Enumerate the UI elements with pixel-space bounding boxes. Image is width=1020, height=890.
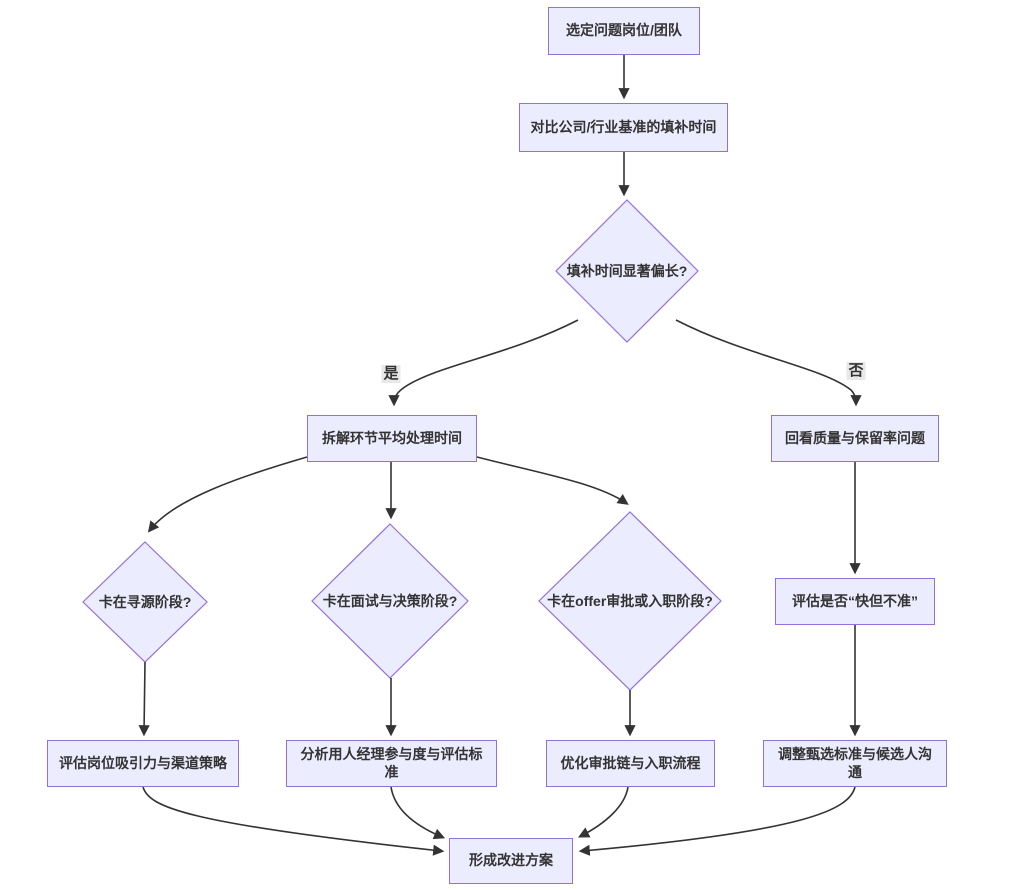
node-stage-breakdown: 拆解环节平均处理时间	[307, 415, 477, 462]
node-selection-adjustment: 调整甄选标准与候选人沟通	[763, 740, 947, 787]
edge-ttf-yes-to-breakdown	[388, 319, 579, 407]
edge-sourcing-to-attract	[138, 661, 150, 737]
node-hiring-manager-analysis: 分析用人经理参与度与评估标准	[286, 740, 497, 787]
decision-ttf-long-label: 填补时间显著偏长?	[566, 263, 688, 279]
node-benchmark-compare: 对比公司/行业基准的填补时间	[519, 103, 728, 152]
edge-label-no: 否	[846, 362, 866, 380]
node-approval-optimization: 优化审批链与入职流程	[546, 740, 715, 787]
decision-sourcing-label: 卡在寻源阶段?	[98, 594, 192, 610]
edge-breakdown-to-sourcing	[147, 456, 308, 533]
decision-offer-label: 卡在offer审批或入职阶段?	[547, 593, 713, 609]
edge-approval-to-plan	[578, 786, 629, 838]
node-improvement-plan: 形成改进方案	[449, 838, 573, 884]
edge-breakdown-to-offer	[476, 456, 629, 505]
node-quality-retention: 回看质量与保留率问题	[771, 415, 939, 462]
decision-interview-shape	[311, 523, 469, 679]
edge-selection-to-plan	[578, 786, 856, 856]
decision-interview-label: 卡在面试与决策阶段?	[322, 593, 458, 609]
node-fast-but-inaccurate: 评估是否“快但不准”	[775, 578, 935, 625]
node-job-attractiveness: 评估岗位吸引力与渠道策略	[47, 740, 239, 787]
node-select-target: 选定问题岗位/团队	[548, 7, 700, 55]
edge-label-yes: 是	[381, 365, 401, 383]
edge-attract-to-plan	[142, 786, 445, 856]
decision-ttf-long-shape	[555, 199, 699, 343]
edge-manager-to-plan	[390, 786, 446, 840]
edge-ttf-no-to-quality	[675, 319, 862, 407]
